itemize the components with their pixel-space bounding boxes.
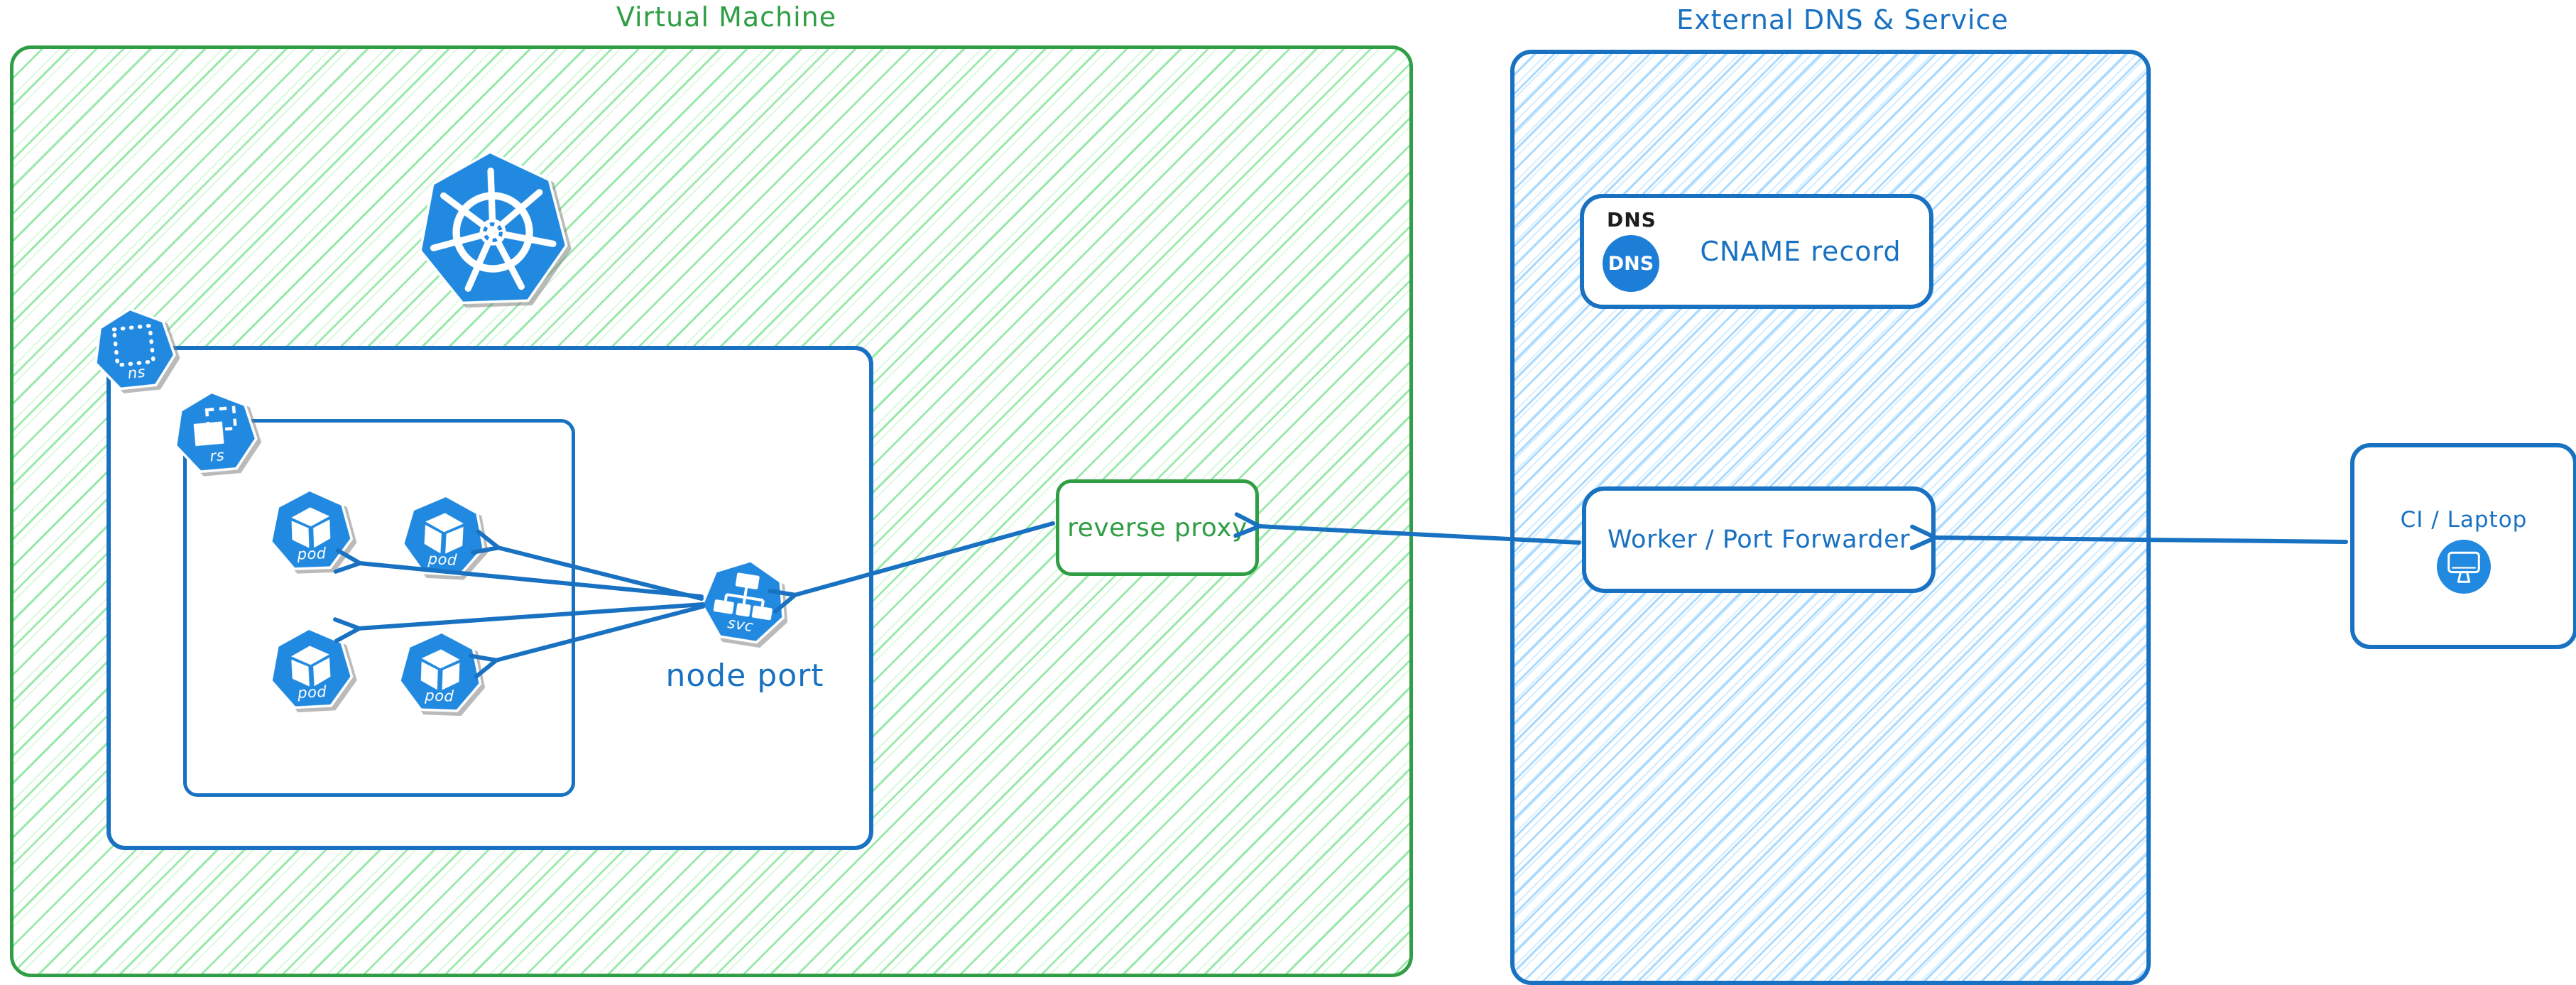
dns-record-box: DNS DNS CNAME record [1580, 194, 1933, 309]
external-group-title: External DNS & Service [1676, 4, 2009, 36]
dns-icon: DNS [1603, 235, 1659, 292]
dns-tag-label: DNS [1607, 208, 1657, 232]
pod-icon: pod [399, 492, 489, 582]
reverse-proxy-label: reverse proxy [1067, 513, 1248, 543]
arrow-svc-to-pod4 [469, 604, 705, 679]
service-tree-glyph [698, 556, 790, 648]
cube-glyph [270, 490, 352, 572]
dotted-square-glyph [91, 307, 177, 394]
namespace-icon: ns [88, 303, 180, 397]
monitor-glyph [2447, 551, 2480, 583]
cube-glyph [402, 495, 486, 579]
pod-icon: pod [267, 487, 355, 575]
arrow-reverse-proxy-to-svc [768, 521, 1055, 614]
service-icon: svc [694, 553, 794, 652]
arrow-ci-to-worker [1909, 524, 2348, 550]
kubernetes-logo-icon [414, 148, 572, 313]
replicaset-glyph [172, 390, 258, 476]
reverse-proxy-box: reverse proxy [1056, 479, 1259, 576]
monitor-icon [2437, 540, 2491, 594]
cube-glyph [399, 632, 481, 714]
ci-laptop-box: CI / Laptop [2350, 443, 2576, 649]
kubernetes-wheel-glyph [417, 151, 568, 310]
arrow-svc-to-pod2 [471, 529, 704, 601]
arrow-svc-to-pod3 [333, 602, 705, 643]
worker-port-forwarder-box: Worker / Port Forwarder [1582, 486, 1936, 593]
cube-glyph [269, 628, 353, 712]
vm-group-title: Virtual Machine [616, 1, 837, 33]
replicaset-box [183, 419, 575, 797]
replicaset-icon: rs [169, 387, 261, 479]
cname-record-label: CNAME record [1700, 236, 1901, 267]
dns-icon-text: DNS [1608, 252, 1654, 275]
arrow-worker-to-reverse-proxy [1233, 512, 1581, 545]
ci-laptop-label: CI / Laptop [2400, 507, 2528, 533]
node-port-label: node port [665, 658, 824, 694]
pod-icon: pod [396, 629, 484, 717]
pod-icon: pod [266, 625, 356, 714]
arrow-svc-to-pod1 [333, 548, 704, 599]
worker-port-forwarder-label: Worker / Port Forwarder [1607, 526, 1911, 554]
